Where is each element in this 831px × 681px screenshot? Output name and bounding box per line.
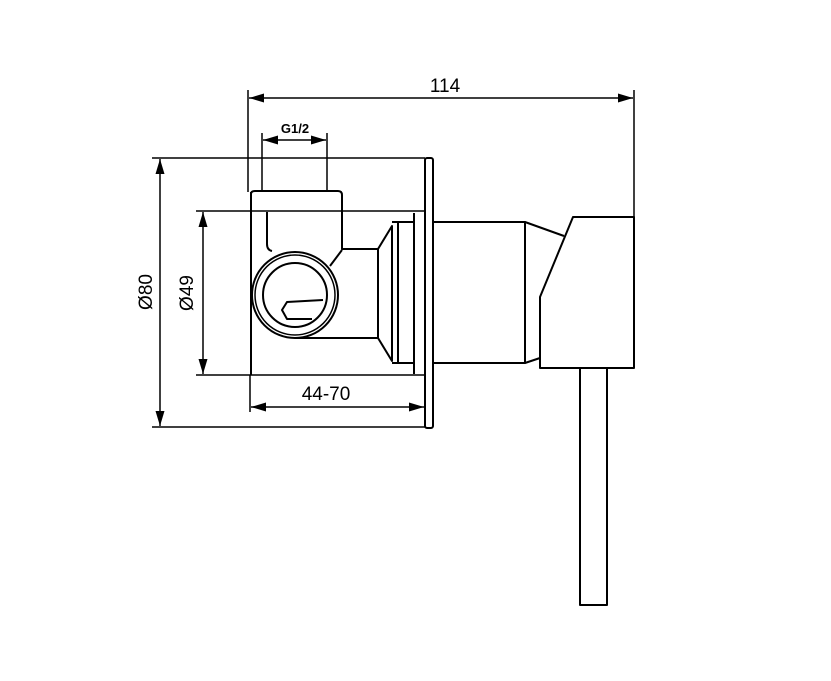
dimension-inlet-thread: G1/2	[261, 121, 328, 190]
valve-body	[250, 190, 415, 375]
handle-lever	[579, 367, 608, 606]
handle-collar	[524, 221, 565, 364]
handle-body	[539, 216, 635, 369]
dimension-plate-diameter: Ø80	[136, 157, 425, 428]
dimension-label-44-70: 44-70	[302, 384, 351, 405]
dimension-wall-depth: 44-70	[249, 375, 424, 412]
wall-plate	[424, 157, 434, 429]
dimension-label-g12: G1/2	[281, 121, 309, 136]
dimension-label-114: 114	[430, 76, 461, 97]
dimension-label-d80: Ø80	[136, 274, 157, 310]
dimension-body-diameter: Ø49	[177, 210, 425, 376]
sleeve	[432, 221, 526, 364]
dimension-label-d49: Ø49	[177, 275, 198, 311]
inlet-port	[251, 251, 339, 339]
dimension-overall-length: 114	[247, 76, 635, 217]
